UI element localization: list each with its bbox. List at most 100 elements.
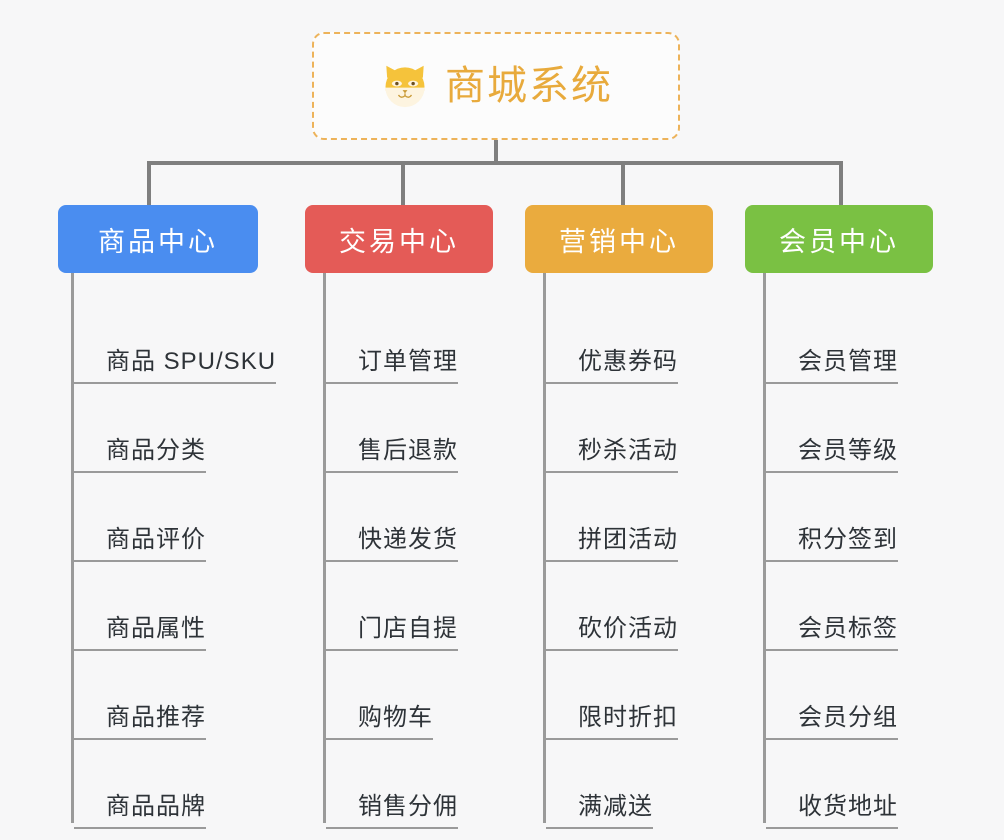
leaf-item[interactable]: 会员管理 [763,295,933,384]
leaf-item-label: 商品属性 [106,614,206,642]
leaf-item[interactable]: 限时折扣 [543,651,713,740]
leaf-item-underline [546,827,653,829]
branch-header-4[interactable]: 会员中心 [745,205,933,273]
leaf-item-underline [546,560,678,562]
leaf-item-inner: 快递发货 [326,526,458,562]
leaf-item-label: 会员标签 [798,614,898,642]
branch-header-1[interactable]: 商品中心 [58,205,258,273]
leaf-item-underline [766,738,898,740]
leaf-item[interactable]: 商品分类 [71,384,258,473]
leaf-item[interactable]: 满减送 [543,740,713,829]
leaf-item-inner: 商品属性 [74,614,206,651]
leaf-item-inner: 会员管理 [766,348,898,384]
leaf-item-inner: 订单管理 [326,347,458,384]
branch-header-2[interactable]: 交易中心 [305,205,493,273]
leaf-item-label: 会员等级 [798,436,898,464]
leaf-item-label: 优惠券码 [578,347,678,375]
leaf-item[interactable]: 售后退款 [323,384,493,473]
leaf-item[interactable]: 积分签到 [763,473,933,562]
leaf-item[interactable]: 砍价活动 [543,562,713,651]
leaf-item-inner: 收货地址 [766,792,898,829]
leaf-item-inner: 销售分佣 [326,792,458,829]
connector-drop-4 [839,161,843,205]
leaf-item-inner: 会员等级 [766,436,898,473]
leaf-item-underline [74,649,206,651]
branch-header-3[interactable]: 营销中心 [525,205,713,273]
leaf-item-inner: 商品品牌 [74,792,206,829]
leaf-item[interactable]: 拼团活动 [543,473,713,562]
leaf-item-inner: 满减送 [546,793,653,829]
leaf-item-label: 销售分佣 [358,792,458,820]
leaf-item-underline [546,738,678,740]
leaf-list-4: 会员管理会员等级积分签到会员标签会员分组收货地址 [763,273,933,829]
leaf-item-underline [766,471,898,473]
leaf-item[interactable]: 销售分佣 [323,740,493,829]
leaf-item-label: 订单管理 [358,347,458,375]
leaf-item-underline [766,382,898,384]
leaf-item[interactable]: 商品属性 [71,562,258,651]
connector-drop-2 [401,161,405,205]
root-node[interactable]: 商城系统 [312,32,680,140]
leaf-item-label: 拼团活动 [578,525,678,553]
leaf-item-underline [766,649,898,651]
leaf-item-underline [766,560,898,562]
leaf-item[interactable]: 商品品牌 [71,740,258,829]
leaf-item-underline [74,738,206,740]
leaf-item-label: 售后退款 [358,436,458,464]
branch-column-2: 交易中心订单管理售后退款快递发货门店自提购物车销售分佣 [305,205,493,829]
leaf-item-inner: 门店自提 [326,614,458,651]
leaf-item-label: 商品品牌 [106,792,206,820]
leaf-item-inner: 会员标签 [766,614,898,651]
leaf-item[interactable]: 收货地址 [763,740,933,829]
leaf-item-underline [546,649,678,651]
leaf-item-inner: 商品 SPU/SKU [74,347,277,384]
leaf-item-label: 收货地址 [798,792,898,820]
leaf-item-inner: 售后退款 [326,436,458,473]
leaf-item-label: 积分签到 [798,525,898,553]
leaf-item[interactable]: 商品推荐 [71,651,258,740]
leaf-item-inner: 拼团活动 [546,525,678,562]
leaf-item-label: 购物车 [358,703,433,731]
leaf-item[interactable]: 快递发货 [323,473,493,562]
leaf-item-underline [74,827,206,829]
leaf-list-2: 订单管理售后退款快递发货门店自提购物车销售分佣 [323,273,493,829]
leaf-item[interactable]: 商品 SPU/SKU [71,295,277,384]
leaf-item-underline [326,738,433,740]
leaf-item-inner: 秒杀活动 [546,436,678,473]
leaf-item-underline [546,382,678,384]
leaf-item-label: 会员分组 [798,703,898,731]
leaf-item[interactable]: 门店自提 [323,562,493,651]
leaf-item-inner: 积分签到 [766,525,898,562]
leaf-item[interactable]: 购物车 [323,651,493,740]
leaf-item-inner: 商品推荐 [74,703,206,740]
leaf-item-underline [74,560,206,562]
leaf-item-label: 门店自提 [358,614,458,642]
leaf-item[interactable]: 商品评价 [71,473,258,562]
leaf-item-underline [766,827,898,829]
leaf-item-label: 商品推荐 [106,703,206,731]
connector-drop-3 [621,161,625,205]
leaf-spine-1 [71,273,74,823]
root-title: 商城系统 [445,64,613,108]
connector-horizontal-bus [147,161,843,165]
leaf-item[interactable]: 会员分组 [763,651,933,740]
leaf-item-underline [326,560,458,562]
branch-column-1: 商品中心商品 SPU/SKU 商品分类商品评价商品属性商品推荐商品品牌 [58,205,277,829]
leaf-item[interactable]: 会员标签 [763,562,933,651]
leaf-item-label: 商品评价 [106,525,206,553]
leaf-item-underline [326,827,458,829]
leaf-item-label: 商品 SPU/SKU [106,347,277,375]
leaf-item[interactable]: 订单管理 [323,295,493,384]
leaf-item[interactable]: 会员等级 [763,384,933,473]
leaf-item-label: 秒杀活动 [578,436,678,464]
leaf-item-underline [74,471,206,473]
leaf-item[interactable]: 优惠券码 [543,295,713,384]
leaf-item[interactable]: 秒杀活动 [543,384,713,473]
leaf-item-label: 砍价活动 [578,614,678,642]
leaf-list-3: 优惠券码秒杀活动拼团活动砍价活动限时折扣满减送 [543,273,713,829]
branch-column-3: 营销中心优惠券码秒杀活动拼团活动砍价活动限时折扣满减送 [525,205,713,829]
leaf-item-underline [326,649,458,651]
leaf-item-inner: 购物车 [326,703,433,740]
leaf-item-inner: 优惠券码 [546,347,678,384]
